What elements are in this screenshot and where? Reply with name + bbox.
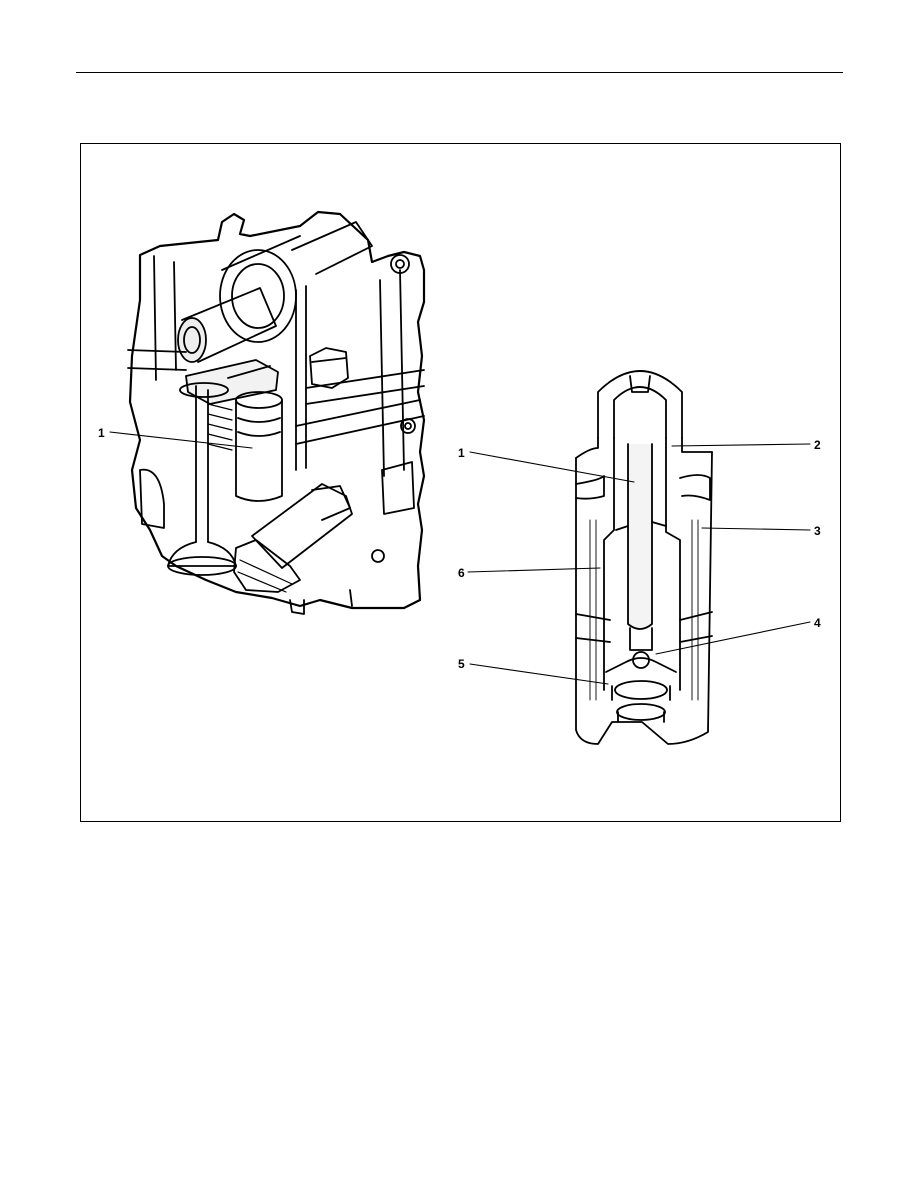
cylinder-head-illustration [127,210,426,615]
callout-right-1: 1 [458,446,465,460]
callout-right-6: 6 [458,566,465,580]
callout-right-2: 2 [814,438,821,452]
figure-frame [80,143,841,822]
callout-right-5: 5 [458,657,465,671]
callout-left-1: 1 [98,426,105,440]
leader-lines [109,431,811,685]
header-rule [76,72,843,73]
callout-right-4: 4 [814,616,821,630]
lifter-cross-section [575,370,713,745]
callout-right-3: 3 [814,524,821,538]
